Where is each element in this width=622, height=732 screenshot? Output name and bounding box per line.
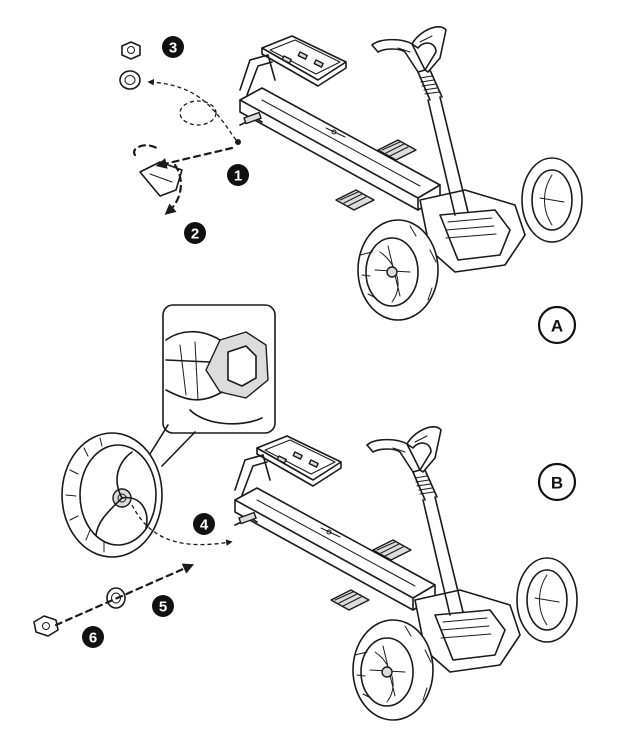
svg-text:4: 4: [200, 517, 209, 534]
wheel-part-b: [61, 432, 163, 558]
step-badge-6: 6: [82, 626, 104, 648]
step-badge-1: 1: [227, 164, 249, 186]
step-badge-5: 5: [152, 595, 174, 617]
svg-text:2: 2: [191, 226, 199, 243]
washer-part-a: [119, 70, 141, 90]
svg-text:5: 5: [159, 599, 167, 616]
kart-illustration-a: [239, 26, 583, 321]
step-badge-3: 3: [162, 36, 184, 58]
zoom-inset: [144, 304, 276, 467]
svg-text:1: 1: [234, 168, 242, 185]
panel-label-b: B: [537, 462, 577, 502]
panel-label-a: A: [537, 305, 577, 345]
nut-part-a: [121, 41, 141, 60]
nut-part-b: [33, 615, 59, 637]
kart-illustration-b: [234, 426, 578, 721]
step-badge-4: 4: [193, 513, 215, 535]
svg-text:6: 6: [89, 630, 97, 647]
svg-text:B: B: [551, 474, 563, 493]
install-arrows-b: [54, 504, 233, 627]
step-badge-2: 2: [184, 222, 206, 244]
svg-text:3: 3: [169, 40, 177, 57]
svg-text:A: A: [551, 317, 563, 336]
removal-arrows-a: [133, 78, 241, 215]
